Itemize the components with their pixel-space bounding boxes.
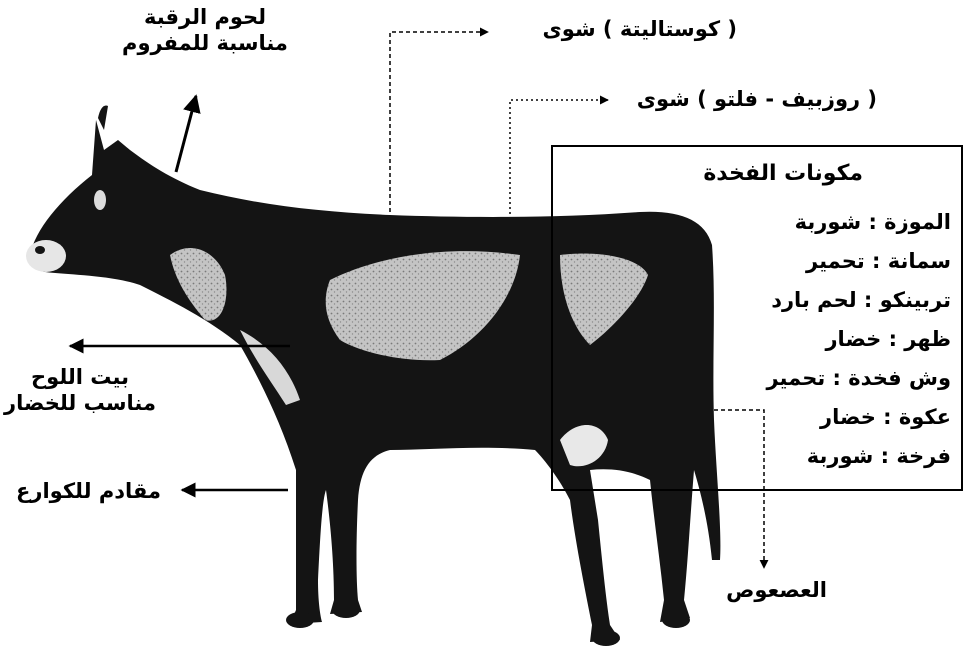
cow-muzzle xyxy=(26,240,66,272)
neck-pointer-arrow xyxy=(176,96,196,172)
forelegs-label: مقادم للكوارع xyxy=(16,478,161,504)
cow-eye-highlight xyxy=(94,190,106,210)
thigh-items-list: الموزة : شوربة سمانة : تحمير تربينكو : ل… xyxy=(766,203,951,476)
cow-hoof xyxy=(332,602,360,618)
brisket-label: بيت اللوح مناسب للخضار xyxy=(0,364,160,417)
thigh-item: الموزة : شوربة xyxy=(766,203,951,242)
neck-label-line1: لحوم الرقبة xyxy=(100,4,310,30)
cow-nostril xyxy=(35,246,45,254)
rosbif-label: ( روزبيف - فلتو ) شوى xyxy=(637,86,877,112)
tail-label: العصعوص xyxy=(726,577,827,603)
cow-hoof xyxy=(662,612,690,628)
thigh-item: وش فخدة : تحمير xyxy=(766,359,951,398)
thigh-item: سمانة : تحمير xyxy=(766,242,951,281)
costaleta-label: ( كوستاليتة ) شوى xyxy=(543,16,737,42)
thigh-components-box: مكونات الفخدة الموزة : شوربة سمانة : تحم… xyxy=(551,145,963,491)
neck-label: لحوم الرقبة مناسبة للمفروم xyxy=(100,4,310,57)
thigh-box-title: مكونات الفخدة xyxy=(703,161,863,186)
brisket-label-line1: بيت اللوح xyxy=(0,364,160,390)
thigh-item: تربينكو : لحم بارد xyxy=(766,281,951,320)
thigh-item: عكوة : خضار xyxy=(766,398,951,437)
neck-label-line2: مناسبة للمفروم xyxy=(100,30,310,56)
cow-hoof xyxy=(286,612,314,628)
cow-hoof xyxy=(592,630,620,646)
thigh-item: ظهر : خضار xyxy=(766,320,951,359)
brisket-label-line2: مناسب للخضار xyxy=(0,390,160,416)
thigh-item: فرخة : شوربة xyxy=(766,437,951,476)
costaleta-pointer-line xyxy=(390,32,488,212)
cow-horn xyxy=(98,106,108,131)
